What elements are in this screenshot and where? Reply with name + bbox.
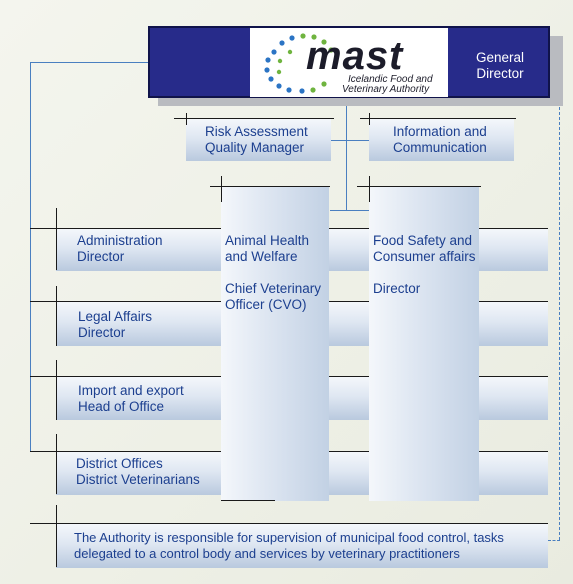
general-director-line2: Director [476, 66, 524, 81]
legal-affairs-label: Legal Affairs Director [78, 309, 152, 341]
food-safety-line2: Consumer affairs [373, 249, 476, 264]
risk-assessment-label: Risk Assessment Quality Manager [205, 124, 308, 156]
animal-health-line1: Animal Health [225, 233, 310, 248]
risk-assessment-top-rule [174, 118, 334, 119]
general-director-label: General Director [452, 50, 548, 82]
animal-health-top-rule [210, 186, 330, 187]
row-tick-1 [56, 208, 57, 270]
import-export-line2: Head of Office [78, 399, 165, 414]
mast-logo-subtitle-2: Veterinary Authority [342, 84, 430, 95]
general-director-line1: General [475, 50, 525, 65]
footer-line2: delegated to a control body and services… [74, 546, 460, 561]
mast-logo-subtitle-1: Icelandic Food and [348, 74, 433, 85]
information-communication-top-rule [360, 118, 516, 119]
animal-health-line2: and Welfare [225, 249, 298, 264]
risk-assessment-box[interactable] [186, 119, 331, 161]
animal-health-bottom-rule [221, 500, 275, 501]
information-communication-label: Information and Communication [393, 124, 487, 156]
district-offices-line2: District Veterinarians [76, 472, 200, 487]
row-tick-3 [56, 360, 57, 420]
animal-health-column[interactable] [221, 187, 329, 501]
connector-left-vertical [30, 62, 31, 452]
administration-line2: Director [77, 249, 125, 264]
risk-assessment-line2: Quality Manager [205, 140, 305, 155]
footer-line1: The Authority is responsible for supervi… [74, 530, 504, 545]
mast-logo-wordmark: MAST [306, 34, 404, 78]
district-offices-label: District Offices District Veterinarians [76, 456, 200, 488]
import-export-line1: Import and export [78, 383, 184, 398]
row-tick-4 [56, 434, 57, 494]
footer-box [56, 524, 548, 568]
food-safety-label: Food Safety and Consumer affairs Directo… [373, 233, 476, 297]
risk-assessment-tick [186, 113, 187, 125]
animal-health-line3: Chief Veterinary [225, 281, 322, 296]
connector-left-horizontal [30, 62, 148, 63]
connector-center-vertical [346, 98, 347, 210]
connector-right-dashed-bottom [548, 540, 560, 541]
administration-line1: Administration [77, 233, 163, 248]
animal-health-tick [221, 176, 222, 202]
mast-logo: MAST Icelandic Food and Veterinary Autho… [250, 28, 448, 97]
legal-affairs-line2: Director [78, 325, 126, 340]
food-safety-top-rule [357, 186, 481, 187]
district-offices-line1: District Offices [76, 456, 163, 471]
food-safety-column[interactable] [369, 187, 479, 501]
risk-assessment-line1: Risk Assessment [205, 124, 308, 139]
food-safety-tick [369, 176, 370, 202]
animal-health-line4: Officer (CVO) [225, 297, 307, 312]
information-communication-line2: Communication [393, 140, 487, 155]
food-safety-line3: Director [373, 281, 421, 296]
information-communication-box[interactable] [369, 119, 514, 161]
animal-health-label: Animal Health and Welfare Chief Veterina… [225, 233, 321, 313]
administration-label: Administration Director [77, 233, 163, 265]
connector-right-dashed [559, 62, 560, 540]
mast-logo-dots [264, 33, 334, 94]
legal-affairs-line1: Legal Affairs [78, 309, 153, 324]
footer-top-rule [30, 523, 548, 524]
connector-staff-horizontal [330, 140, 370, 141]
row-tick-2 [56, 286, 57, 346]
connector-divisions-horizontal [330, 210, 370, 211]
food-safety-line1: Food Safety and [373, 233, 473, 248]
footer-tick [56, 505, 57, 567]
information-communication-tick [369, 113, 370, 125]
import-export-label: Import and export Head of Office [78, 383, 184, 415]
information-communication-line1: Information and [393, 124, 487, 139]
footer-text: The Authority is responsible for supervi… [74, 530, 504, 562]
